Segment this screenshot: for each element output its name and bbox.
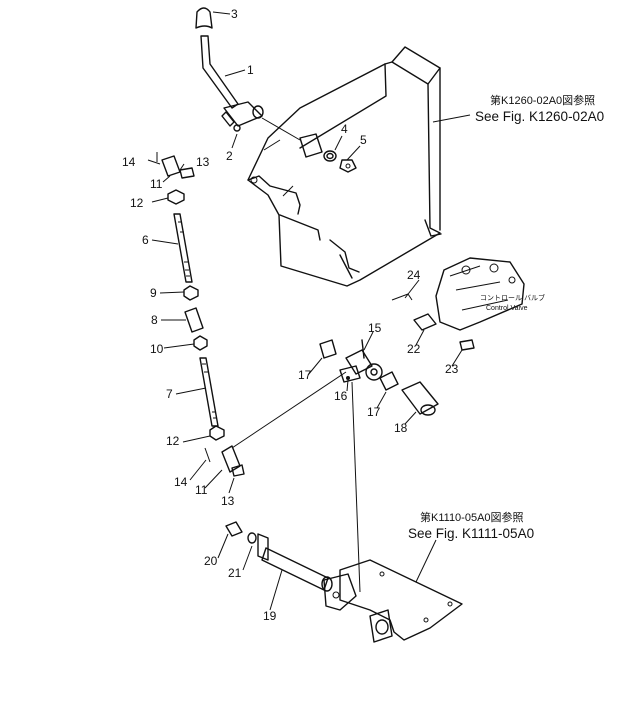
link-rods xyxy=(231,371,361,593)
ref-top-en: See Fig. K1260-02A0 xyxy=(475,109,604,124)
control-valve-en: Control Valve xyxy=(486,305,528,312)
left-rod-assembly xyxy=(156,152,245,477)
label-9: 9 xyxy=(150,286,157,300)
control-valve-jp: コントロール バルブ xyxy=(480,293,545,302)
frame-cover xyxy=(247,46,442,287)
label-18: 18 xyxy=(394,421,408,435)
lower-lever xyxy=(225,521,333,592)
pedal-plate xyxy=(323,559,463,643)
label-8: 8 xyxy=(151,313,158,327)
label-17-left: 17 xyxy=(298,368,312,382)
ref-bottom-en: See Fig. K1111-05A0 xyxy=(408,526,534,541)
label-14-upper: 14 xyxy=(122,155,136,169)
part-labels: 3 1 2 4 5 14 13 11 12 6 9 8 10 7 12 14 1… xyxy=(122,7,459,623)
label-10: 10 xyxy=(150,342,164,356)
label-15: 15 xyxy=(368,321,382,335)
label-4: 4 xyxy=(341,122,348,136)
label-12-upper: 12 xyxy=(130,196,144,210)
label-20: 20 xyxy=(204,554,218,568)
bell-crank xyxy=(319,339,439,416)
label-13-upper: 13 xyxy=(196,155,210,169)
reference-notes: 第K1260-02A0図参照 See Fig. K1260-02A0 第K111… xyxy=(408,93,604,541)
label-3: 3 xyxy=(231,7,238,21)
label-11-lower: 11 xyxy=(195,483,208,497)
label-13-lower: 13 xyxy=(221,494,235,508)
control-lever xyxy=(195,7,264,127)
leader-lines xyxy=(147,11,471,611)
label-24: 24 xyxy=(407,268,421,282)
label-21: 21 xyxy=(228,566,242,580)
label-17-right: 17 xyxy=(367,405,381,419)
label-1: 1 xyxy=(247,63,254,77)
control-valve xyxy=(391,257,525,351)
label-6: 6 xyxy=(142,233,149,247)
label-11-upper: 11 xyxy=(150,177,163,191)
label-5: 5 xyxy=(360,133,367,147)
label-2: 2 xyxy=(226,149,233,163)
label-14-lower: 14 xyxy=(174,475,188,489)
bushings-upper xyxy=(233,117,357,173)
label-22: 22 xyxy=(407,342,421,356)
label-19: 19 xyxy=(263,609,277,623)
ref-bottom-jp: 第K1110-05A0図参照 xyxy=(420,510,524,524)
label-16: 16 xyxy=(334,389,348,403)
label-23: 23 xyxy=(445,362,459,376)
label-12-lower: 12 xyxy=(166,434,180,448)
ref-top-jp: 第K1260-02A0図参照 xyxy=(490,93,595,107)
label-7: 7 xyxy=(166,387,173,401)
